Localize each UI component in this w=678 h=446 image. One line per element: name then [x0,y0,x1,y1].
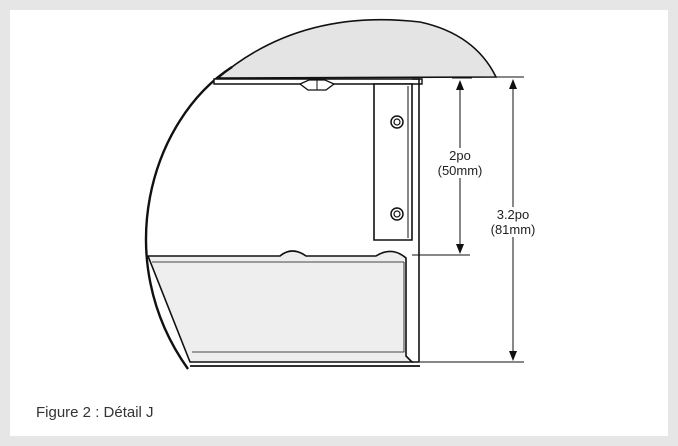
figure-caption: Figure 2 : Détail J [36,404,154,421]
detail-circle-outline [144,65,233,370]
dimension-inner-label: 2po (50mm) [436,148,484,178]
bracket-hole-top [390,115,404,129]
ceiling-section [215,18,498,79]
diffuser-body [146,250,414,363]
wall-line [412,78,420,363]
bracket-hole-bottom [390,207,404,221]
dimension-outer-label: 3.2po (81mm) [486,207,540,237]
